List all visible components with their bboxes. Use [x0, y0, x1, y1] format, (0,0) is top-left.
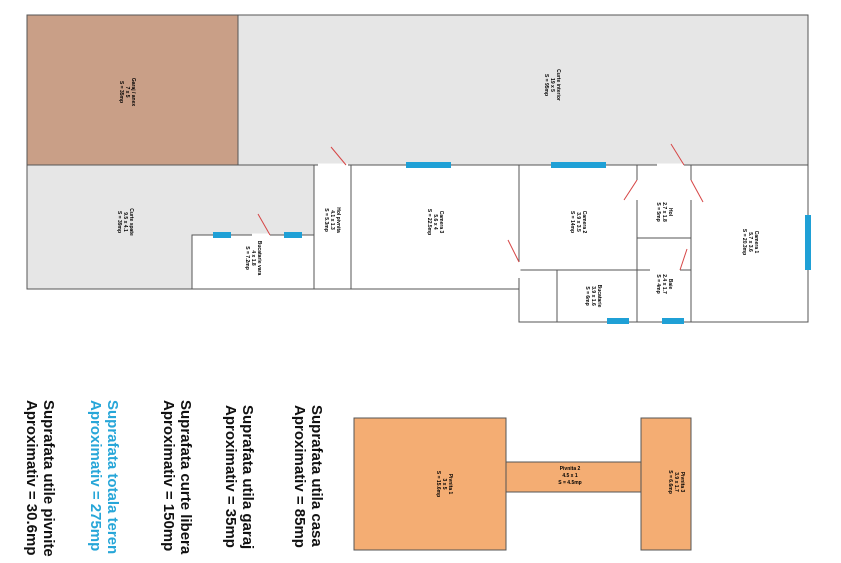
svg-text:Suprafata utile pivnite: Suprafata utile pivnite: [40, 400, 57, 557]
door-hol-east: [690, 179, 704, 203]
svg-text:Bucatarie: Bucatarie: [596, 285, 602, 308]
svg-text:Pivnita 2: Pivnita 2: [560, 466, 581, 472]
room-label-bucatarie-vara: Bucatarie vara 4 x 1.8 S = 7.2mp: [244, 241, 262, 276]
svg-text:S = 14mp: S = 14mp: [569, 211, 575, 233]
room-label-bucatarie: Bucatarie 3.9 x 1.6 S = 6mp: [584, 285, 602, 308]
pivnita2-room: [505, 461, 642, 493]
door-bucatarie-vara: [257, 213, 271, 236]
summary-garaj: Suprafata utila garaj Aproximativ = 35mp: [222, 405, 256, 549]
svg-text:Suprafata utila garaj: Suprafata utila garaj: [239, 405, 256, 549]
svg-text:Bucatarie vara: Bucatarie vara: [256, 241, 262, 276]
garaj-area: [26, 14, 239, 166]
svg-text:2.4 x 1.7: 2.4 x 1.7: [661, 274, 667, 294]
svg-text:5.7 x 3.6: 5.7 x 3.6: [747, 232, 753, 252]
svg-text:S = 4.5mp: S = 4.5mp: [558, 480, 581, 486]
svg-text:Pivnita 1: Pivnita 1: [447, 474, 453, 495]
svg-text:7 x 5: 7 x 5: [124, 86, 130, 97]
svg-text:Pivnita 3: Pivnita 3: [679, 472, 685, 493]
svg-text:Curte spate: Curte spate: [128, 208, 134, 236]
svg-text:4.5 x 1: 4.5 x 1: [562, 473, 578, 479]
room-label-camera1: Camera 1 5.7 x 3.6 S = 20.3mp: [741, 229, 759, 255]
svg-text:Garaj / anex: Garaj / anex: [130, 78, 136, 107]
pivnita3-room: [640, 417, 692, 551]
door-openings: [252, 163, 693, 278]
svg-text:S = 4mp: S = 4mp: [655, 274, 661, 293]
door-hol-curte: [670, 143, 685, 166]
svg-text:3.9 x 1.6: 3.9 x 1.6: [590, 286, 596, 306]
svg-text:4 x 1.8: 4 x 1.8: [250, 250, 256, 266]
svg-text:S = 5.3mp: S = 5.3mp: [323, 208, 329, 231]
room-label-hol-pivnita: Hol pivnita 4.1 x 1.3 S = 5.3mp: [323, 207, 341, 233]
svg-text:Aproximativ = 30.6mp: Aproximativ = 30.6mp: [23, 400, 40, 555]
door-baie: [679, 248, 688, 271]
summary-casa: Suprafata utila casa Aproximativ = 85mp: [291, 405, 325, 548]
svg-text:Suprafata curte libera: Suprafata curte libera: [177, 400, 194, 555]
svg-text:S = 7.2mp: S = 7.2mp: [244, 246, 250, 269]
svg-text:S = 15.6mp: S = 15.6mp: [435, 471, 441, 497]
svg-text:Hol pivnita: Hol pivnita: [335, 207, 341, 233]
svg-text:S = 95mp: S = 95mp: [543, 74, 549, 96]
house-walls: [313, 164, 809, 323]
svg-text:Aproximativ = 275mp: Aproximativ = 275mp: [87, 400, 104, 551]
door-bucatarie: [507, 239, 520, 263]
summary-teren: Suprafata totala teren Aproximativ = 275…: [87, 400, 121, 554]
room-label-hol: Hol 2.7 x 1.8 S = 5mp: [655, 202, 673, 222]
svg-text:Aproximativ = 150mp: Aproximativ = 150mp: [160, 400, 177, 551]
svg-text:5.6 x 4: 5.6 x 4: [432, 214, 438, 230]
room-label-camera3: Camera 3 5.6 x 4 S = 22.5mp: [426, 209, 444, 235]
svg-text:9.5 x 4.1: 9.5 x 4.1: [122, 212, 128, 232]
svg-text:3.9 x 3.5: 3.9 x 3.5: [575, 212, 581, 232]
svg-text:Aproximativ = 35mp: Aproximativ = 35mp: [222, 405, 239, 548]
door-hol-west: [623, 179, 638, 201]
room-label-pivnita1: Pivnita 1 3 x 5 S = 15.6mp: [435, 471, 453, 497]
svg-text:S = 20.3mp: S = 20.3mp: [741, 229, 747, 255]
svg-text:4.1 x 1.3: 4.1 x 1.3: [329, 210, 335, 230]
svg-text:Camera 1: Camera 1: [753, 231, 759, 254]
svg-text:Hol: Hol: [667, 208, 673, 217]
room-label-camera2: Camera 2 3.9 x 3.5 S = 14mp: [569, 211, 587, 234]
curte-interior-area: [237, 14, 809, 166]
svg-text:19 x 5: 19 x 5: [549, 78, 555, 92]
windows: [213, 162, 811, 324]
room-label-baie: Baie 2.4 x 1.7 S = 4mp: [655, 274, 673, 294]
room-label-pivnita2: Pivnita 2 4.5 x 1 S = 4.5mp: [558, 466, 581, 486]
svg-text:Camera 2: Camera 2: [581, 211, 587, 234]
door-swings: [257, 143, 704, 271]
room-label-pivnita3: Pivnita 3 3.9 x 1.7 S = 6.6mp: [667, 470, 685, 493]
summary-curte: Suprafata curte libera Aproximativ = 150…: [160, 400, 194, 555]
svg-text:Camera 3: Camera 3: [438, 211, 444, 234]
svg-text:S = 5mp: S = 5mp: [655, 202, 661, 221]
room-label-curte-spate: Curte spate 9.5 x 4.1 S = 39mp: [116, 208, 134, 236]
svg-text:Curte interior: Curte interior: [555, 69, 561, 101]
svg-text:2.7 x 1.8: 2.7 x 1.8: [661, 202, 667, 222]
summary-pivnite: Suprafata utile pivnite Aproximativ = 30…: [23, 400, 57, 557]
svg-text:S = 35mp: S = 35mp: [118, 81, 124, 103]
room-label-curte-interior: Curte interior 19 x 5 S = 95mp: [543, 69, 561, 101]
pivnita1-room: [353, 417, 507, 551]
svg-text:S = 6.6mp: S = 6.6mp: [667, 470, 673, 493]
svg-text:S = 6mp: S = 6mp: [584, 286, 590, 305]
svg-text:S = 39mp: S = 39mp: [116, 211, 122, 233]
svg-text:Aproximativ = 85mp: Aproximativ = 85mp: [291, 405, 308, 548]
svg-text:Suprafata totala teren: Suprafata totala teren: [104, 400, 121, 554]
svg-text:S = 22.5mp: S = 22.5mp: [426, 209, 432, 235]
svg-text:3 x 5: 3 x 5: [441, 478, 447, 489]
svg-text:3.9 x 1.7: 3.9 x 1.7: [673, 472, 679, 492]
room-label-garaj: Garaj / anex 7 x 5 S = 35mp: [118, 78, 136, 107]
svg-text:Suprafata utila casa: Suprafata utila casa: [308, 405, 325, 547]
door-hol-pivnita: [330, 146, 347, 166]
svg-text:Baie: Baie: [667, 279, 673, 290]
